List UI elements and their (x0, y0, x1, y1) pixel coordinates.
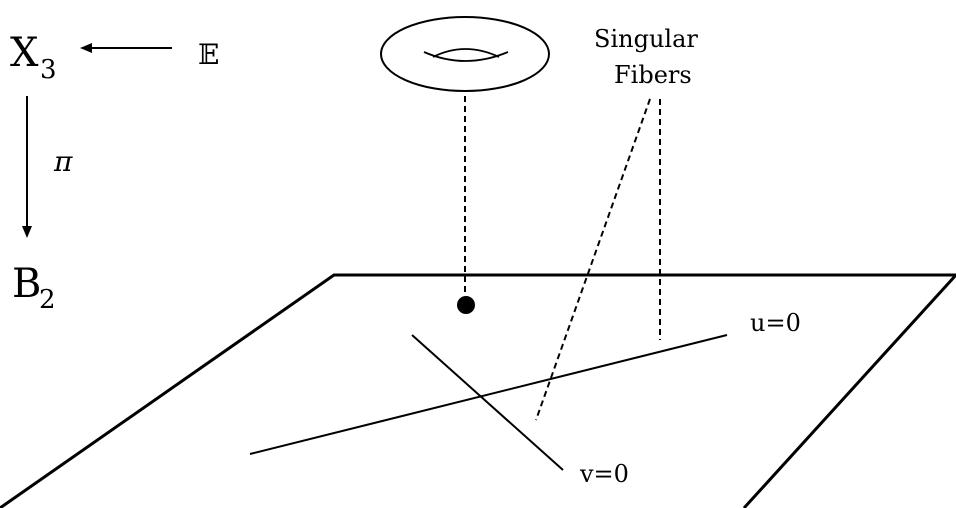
curve-v-label: v=0 (579, 460, 629, 488)
torus-fiber (380, 16, 550, 92)
fiber-arrow-head (80, 43, 92, 53)
base-subscript: 2 (39, 285, 56, 315)
torus-hole-upper (432, 48, 500, 58)
projection-arrow-head (22, 226, 32, 238)
singular-fibers-label-line1: Singular (594, 25, 698, 53)
singular-fiber-dashed-line-1 (535, 98, 651, 421)
projection-label: π (53, 145, 73, 178)
generic-point (457, 296, 475, 314)
curve-u-label: u=0 (750, 309, 801, 337)
torus-hole-lower (423, 51, 509, 62)
total-space-label: X (10, 30, 39, 76)
singular-fibers-label-line2: Fibers (614, 61, 692, 89)
fibration-map-diagram: X 3 𝔼 π B 2 (10, 30, 219, 315)
base-plane (0, 273, 956, 508)
base-label: B (12, 261, 41, 307)
curve-u-zero (249, 334, 728, 455)
torus-outer (380, 16, 550, 92)
curve-v-zero (411, 334, 564, 471)
total-space-subscript: 3 (40, 55, 57, 85)
fiber-space-label: 𝔼 (198, 38, 219, 71)
